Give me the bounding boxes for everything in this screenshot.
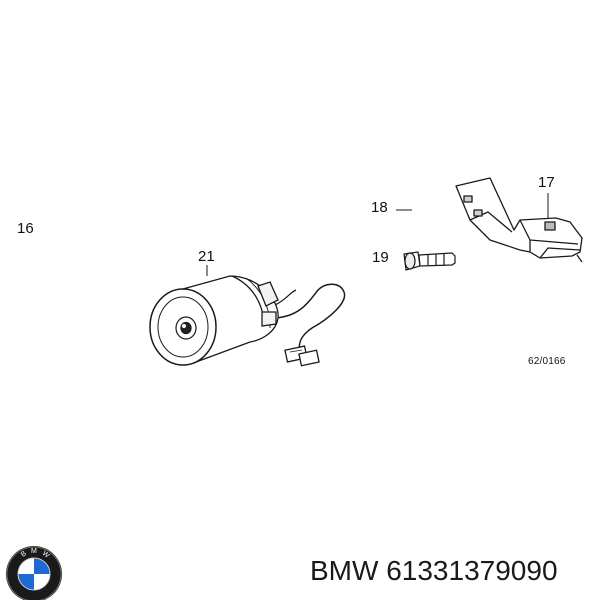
svg-text:W: W [41, 550, 51, 560]
brand-name: BMW [310, 555, 379, 586]
svg-text:B: B [20, 550, 28, 559]
bmw-roundel-icon: B M W [6, 546, 62, 600]
callout-19: 19 [372, 249, 389, 266]
callout-18: 18 [371, 199, 388, 216]
motor-part-21 [149, 275, 346, 367]
svg-text:M: M [31, 548, 37, 555]
bolt-part-19 [403, 251, 456, 271]
callout-21: 21 [198, 248, 215, 265]
part-number: 61331379090 [386, 555, 558, 586]
drawing-reference-code: 62/0166 [528, 356, 566, 367]
brand-part-number: BMW 61331379090 [310, 555, 558, 587]
callout-16: 16 [17, 220, 34, 237]
callout-17: 17 [538, 174, 555, 191]
bracket-part-17 [455, 177, 583, 263]
